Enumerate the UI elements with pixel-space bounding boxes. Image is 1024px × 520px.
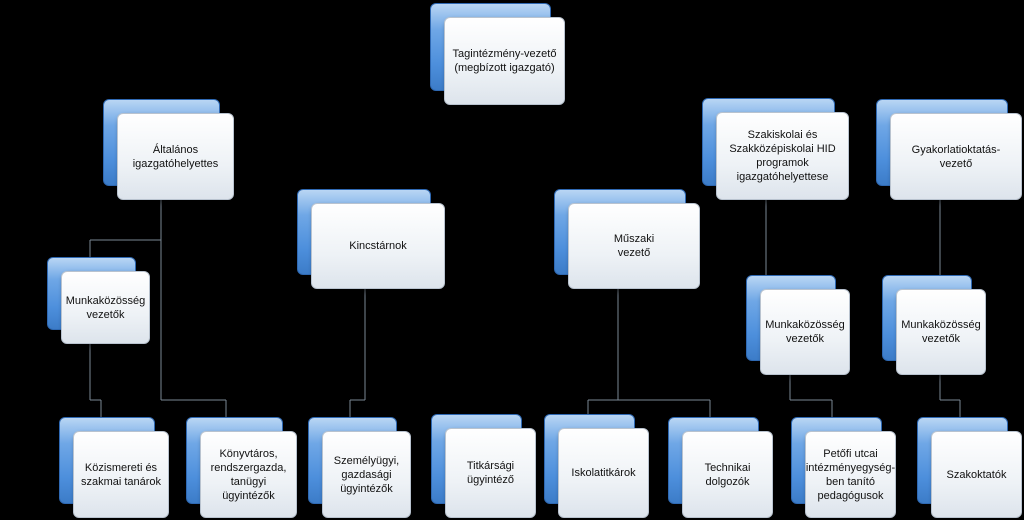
node-label-wg-leads-vocational: Munkaközösség vezetők xyxy=(760,289,850,375)
node-school-clerks: Iskolatitkárok xyxy=(544,414,649,518)
node-deputy-general: Általános igazgatóhelyettes xyxy=(103,99,234,200)
node-label-deputy-general: Általános igazgatóhelyettes xyxy=(117,113,234,200)
node-secretary: Titkársági ügyintéző xyxy=(431,414,536,518)
node-label-hr-finance: Személyügyi, gazdasági ügyintézők xyxy=(322,431,411,518)
node-petofi-teachers: Petőfi utcai intézményegység- ben tanító… xyxy=(791,417,896,518)
node-deputy-vocational: Szakiskolai és Szakközépiskolai HID prog… xyxy=(702,98,849,200)
node-label-librarian: Könyvtáros, rendszergazda, tanügyi ügyin… xyxy=(200,431,297,518)
node-label-deputy-vocational: Szakiskolai és Szakközépiskolai HID prog… xyxy=(716,112,849,200)
node-label-school-clerks: Iskolatitkárok xyxy=(558,428,649,518)
node-hr-finance: Személyügyi, gazdasági ügyintézők xyxy=(308,417,411,518)
node-treasurer: Kincstárnok xyxy=(297,189,445,289)
node-practical-lead: Gyakorlatioktatás- vezető xyxy=(876,99,1022,200)
node-label-vocational-teachers: Szakoktatók xyxy=(931,431,1022,518)
node-wg-leads-practical: Munkaközösség vezetők xyxy=(882,275,986,375)
node-label-wg-leads-general: Munkaközösség vezetők xyxy=(61,271,150,344)
node-label-secretary: Titkársági ügyintéző xyxy=(445,428,536,518)
node-label-petofi-teachers: Petőfi utcai intézményegység- ben tanító… xyxy=(805,431,896,518)
node-label-technical-staff: Technikai dolgozók xyxy=(682,431,773,518)
node-librarian: Könyvtáros, rendszergazda, tanügyi ügyin… xyxy=(186,417,297,518)
node-label-general-teachers: Közismereti és szakmai tanárok xyxy=(73,431,169,518)
node-label-practical-lead: Gyakorlatioktatás- vezető xyxy=(890,113,1022,200)
node-label-root: Tagintézmény-vezető (megbízott igazgató) xyxy=(444,17,565,105)
node-vocational-teachers: Szakoktatók xyxy=(917,417,1022,518)
node-label-treasurer: Kincstárnok xyxy=(311,203,445,289)
node-label-tech-lead: Műszaki vezető xyxy=(568,203,700,289)
node-wg-leads-vocational: Munkaközösség vezetők xyxy=(746,275,850,375)
node-general-teachers: Közismereti és szakmai tanárok xyxy=(59,417,169,518)
node-wg-leads-general: Munkaközösség vezetők xyxy=(47,257,150,344)
node-label-wg-leads-practical: Munkaközösség vezetők xyxy=(896,289,986,375)
node-tech-lead: Műszaki vezető xyxy=(554,189,700,289)
node-technical-staff: Technikai dolgozók xyxy=(668,417,773,518)
node-root: Tagintézmény-vezető (megbízott igazgató) xyxy=(430,3,565,105)
